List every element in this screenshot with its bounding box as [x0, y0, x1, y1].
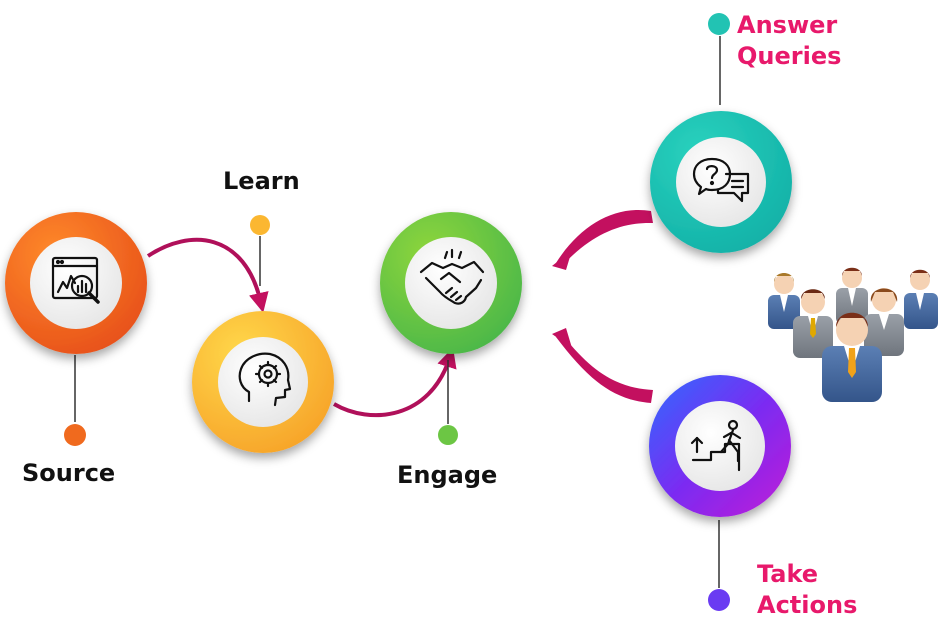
actions-node: [649, 375, 791, 517]
answer-queries-line-1: Answer: [737, 11, 838, 39]
arrow-answer-head: [552, 250, 572, 270]
answer-queries-line-2: Queries: [737, 42, 842, 70]
source-pin-dot: [64, 424, 86, 446]
analytics-magnifier-icon: [51, 256, 100, 304]
source-label: Source: [22, 459, 116, 487]
answer-pin-dot: [708, 13, 730, 35]
brain-gear-icon: [238, 352, 292, 407]
connector-learn-engage: [332, 347, 457, 418]
actions-pin-dot: [708, 589, 730, 611]
engage-label: Engage: [397, 461, 498, 489]
arrow-actions-head: [552, 328, 572, 348]
learn-label: Learn: [223, 167, 300, 195]
learn-pin-dot: [250, 215, 270, 235]
answer-node: [650, 111, 792, 253]
handshake-icon: [419, 248, 485, 305]
take-actions-line-2: Actions: [757, 591, 858, 619]
engage-node: [380, 212, 522, 354]
business-team-icon: [768, 267, 938, 402]
arrow-answer-to-engage: [556, 209, 653, 268]
take-actions-line-1: Take: [757, 560, 819, 588]
question-chat-icon: [692, 157, 750, 203]
climbing-steps-icon: [690, 419, 742, 472]
answer-queries-label: Answer Queries: [737, 10, 841, 72]
connector-source-learn: [146, 237, 269, 313]
take-actions-label: Take Actions: [757, 559, 857, 621]
engage-pin-dot: [438, 425, 458, 445]
